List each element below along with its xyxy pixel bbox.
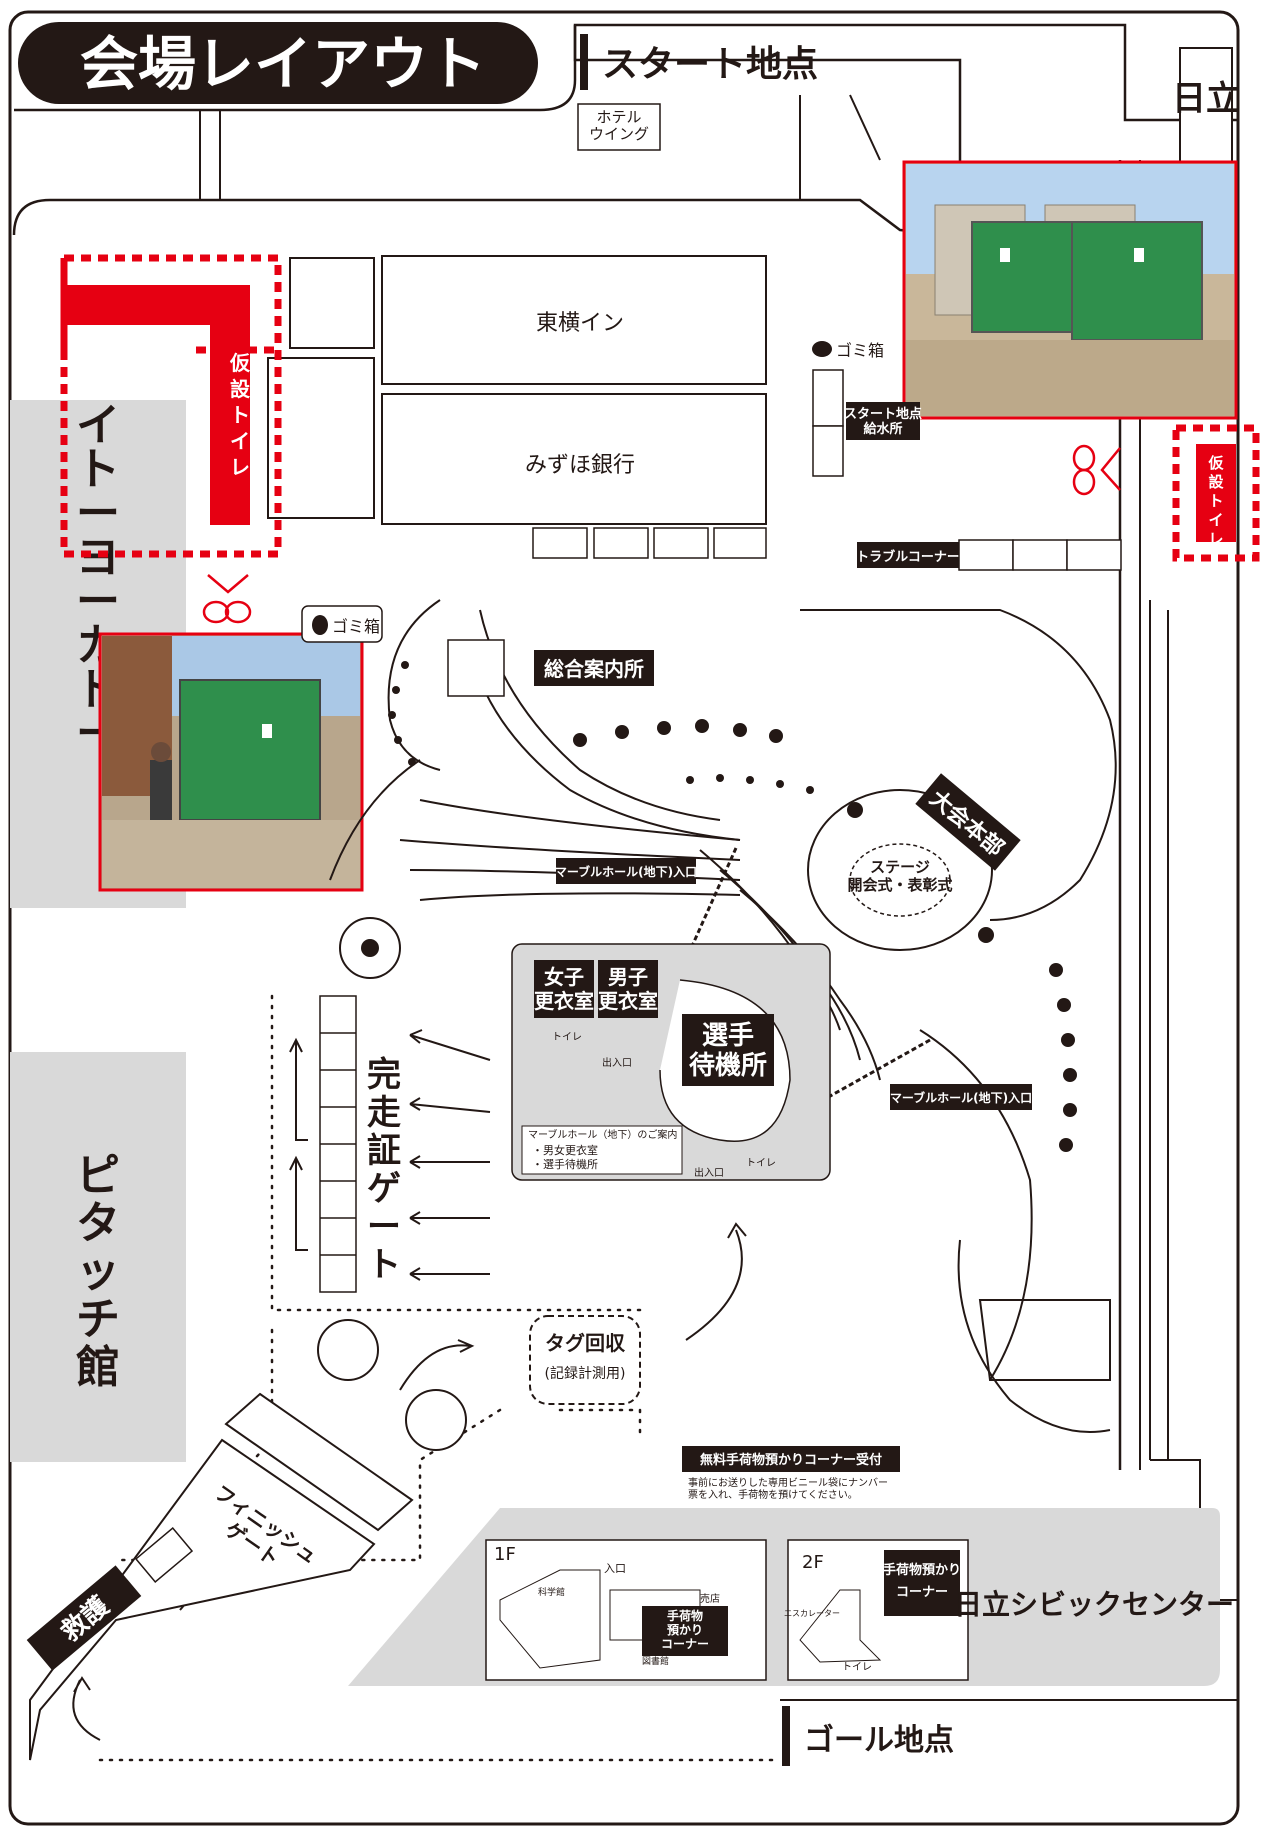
corner-1f-label: 手荷物預かりコーナー <box>661 1608 709 1651</box>
trash-icon <box>812 341 832 357</box>
pitatch-building <box>10 1052 186 1462</box>
water-station-a <box>812 369 844 427</box>
men-room-label: 男子更衣室 <box>598 965 658 1013</box>
fountain-center <box>361 939 379 957</box>
floor2-outline <box>799 1589 882 1663</box>
title-banner <box>18 22 538 104</box>
library-label: 図書館 <box>642 1655 669 1667</box>
hotel-label: ホテルウイング <box>589 108 649 143</box>
marble-entrance-2-bg <box>890 1084 1032 1110</box>
baggage-title-bg <box>682 1446 900 1472</box>
women-room-bg <box>534 960 594 1018</box>
finish-chute <box>29 1438 376 1761</box>
entrance-label: 入口 <box>604 1562 626 1575</box>
tag-collect-sub: (記録計測用) <box>545 1365 626 1382</box>
info-label-bg <box>534 650 654 686</box>
civic-center-label: 日立シビックセンター <box>954 1588 1234 1621</box>
flow-arrows <box>72 1029 747 1741</box>
toilet-2f-label: トイレ <box>842 1662 872 1673</box>
trash-icon <box>312 615 328 635</box>
hitachi-sign <box>1179 47 1233 169</box>
marble-exit-b: 出入口 <box>694 1166 724 1179</box>
finish-gate-booths <box>224 1392 414 1532</box>
men-room-bg <box>598 960 658 1018</box>
baggage-note: 事前にお送りした専用ビニール袋にナンバー票を入れ、手荷物を預けてください。 <box>688 1476 888 1501</box>
info-label: 総合案内所 <box>544 657 644 681</box>
water-label: スタート地点給水所 <box>844 406 922 437</box>
trouble-label: トラブルコーナー <box>856 549 960 565</box>
women-room-label: 女子更衣室 <box>534 965 594 1013</box>
tag-collect-box <box>529 1315 641 1405</box>
corner-1f-bg <box>642 1606 728 1656</box>
marble-guide-item: ・選手待機所 <box>532 1157 598 1171</box>
first-aid-booth <box>134 1527 194 1583</box>
waiting-label: 選手待機所 <box>689 1021 767 1081</box>
building-small-b <box>267 357 375 519</box>
viewpoint-icon <box>202 574 252 624</box>
marble-guide-title: マーブルホール（地下）のご案内 <box>528 1128 677 1141</box>
shop-label: 売店 <box>700 1592 720 1605</box>
stage-label: ステージ開会式・表彰式 <box>847 858 952 894</box>
trash-left-label: ゴミ箱 <box>332 617 380 636</box>
barrier-dots <box>388 661 1077 1152</box>
start-label: スタート地点 <box>602 44 818 85</box>
science-label: 科学館 <box>538 1586 565 1598</box>
marble-toilet-b: トイレ <box>746 1158 776 1169</box>
marble-entrance-1-bg <box>556 858 696 884</box>
stage-outline <box>849 843 951 917</box>
goal-label: ゴール地点 <box>804 1723 954 1758</box>
marker-dot <box>978 927 994 943</box>
floor1-label: 1F <box>494 1544 516 1565</box>
mizuho-building <box>381 393 767 525</box>
mizuho-label: みずほ銀行 <box>525 453 635 478</box>
start-marker <box>580 34 588 90</box>
toyoko-building <box>381 255 767 385</box>
baggage-title: 無料手荷物預かりコーナー受付 <box>700 1452 882 1468</box>
marble-entrance-1-label: マーブルホール(地下)入口 <box>555 864 697 879</box>
water-station-b <box>812 425 844 477</box>
toyoko-label: 東横イン <box>536 311 624 336</box>
trash-top-label: ゴミ箱 <box>836 341 884 360</box>
pitatch-label: ピタッチ館 <box>76 1150 120 1393</box>
toilet-left <box>60 254 282 558</box>
marble-guide-item: ・男女更衣室 <box>532 1143 598 1157</box>
certificate-gate-label: 完走証ゲート <box>367 1055 401 1285</box>
trouble-label-bg <box>857 542 959 568</box>
hitachi-label: 日立 <box>1172 79 1240 119</box>
building-small-a <box>289 257 375 349</box>
trouble-booths <box>958 539 1122 571</box>
floor2-label: 2F <box>802 1552 824 1573</box>
toilet-right <box>1172 424 1260 562</box>
toilet-photo-right <box>902 160 1238 420</box>
tag-collect-label: タグ回収 <box>545 1331 626 1355</box>
marble-entrance-2-label: マーブルホール(地下)入口 <box>890 1090 1032 1105</box>
parking-row <box>532 527 767 559</box>
water-label-bg <box>846 402 920 440</box>
marker-dot <box>847 802 863 818</box>
marble-exit-a: 出入口 <box>602 1056 632 1069</box>
tent-round <box>405 1389 467 1451</box>
toilet-right-label: 仮設トイレ <box>1207 454 1224 548</box>
waiting-bg <box>682 1014 774 1086</box>
tent-round <box>317 1319 379 1381</box>
toilet-left-label: 仮設トイレ <box>229 351 251 479</box>
toilet-photo-left <box>98 632 364 892</box>
hotel-building <box>577 103 661 151</box>
stage-area <box>807 789 993 951</box>
page-title: 会場レイアウト <box>80 30 486 98</box>
marble-toilet-a: トイレ <box>552 1032 582 1043</box>
viewpoint-icon <box>1072 444 1121 496</box>
corner-2f-bg <box>884 1550 960 1616</box>
marble-guide-box <box>521 1125 683 1175</box>
toilet-right-fill <box>1196 444 1236 542</box>
goal-marker <box>782 1706 790 1766</box>
escalator-label: エスカレーター <box>784 1609 840 1618</box>
certificate-booths <box>319 995 357 1293</box>
corner-2f-label: 手荷物預かりコーナー <box>883 1562 961 1600</box>
info-building <box>447 639 505 697</box>
